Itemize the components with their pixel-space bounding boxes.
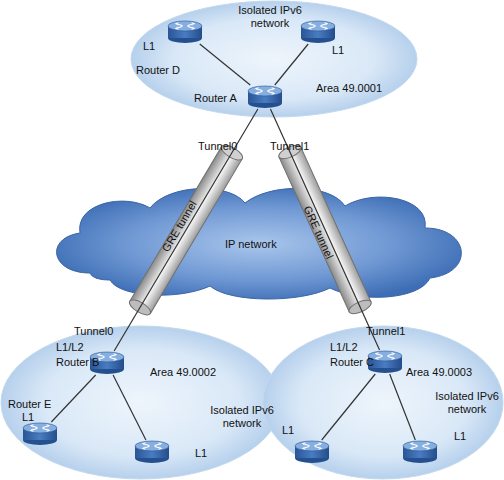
node-label: Router B [56,356,99,369]
router-shape [22,422,58,446]
network-link [200,44,250,85]
node-label: Router D [136,64,180,77]
node-label: Router A [194,92,237,105]
network-link [114,109,258,351]
router-shape [247,85,283,109]
node-label: Isolated IPv6 network [430,390,504,415]
network-area: L1/L2Router CL1L1Area 49.0003Isolated IP… [262,325,504,480]
node-label: L1 [332,44,344,57]
router-icon: L1 [300,20,336,44]
network-area: L1/L2Router BRouter EL1L1Area 49.0002Iso… [0,325,282,480]
ip-network-cloud: IP network [30,178,480,303]
node-label: Area 49.0002 [150,366,216,379]
node-label: Area 49.0003 [406,366,472,379]
node-label: Isolated IPv6 network [222,4,318,29]
network-link [275,44,308,85]
router-shape [402,440,438,464]
router-icon: L1 [294,440,330,464]
node-label: Router C [330,356,374,369]
router-icon: L1 [402,440,438,464]
tunnel-interface-label: Tunnel1 [270,140,309,153]
router-shape [300,20,336,44]
tunnel-interface-label: Tunnel1 [366,325,405,338]
node-label: Router E [8,398,51,411]
node-label: L1 [22,411,34,424]
node-label: L1 [282,424,294,437]
router-shape [167,20,203,44]
router-icon: L1/L2Router C [367,350,403,374]
router-icon: Router EL1 [22,422,58,446]
router-shape [294,440,330,464]
node-label: L1/L2 [56,341,84,354]
node-label: L1 [454,430,466,443]
router-icon: L1 [134,440,170,464]
network-link [390,374,416,440]
network-link [113,375,146,440]
node-label: Isolated IPv6 network [200,404,284,429]
network-area: L1Router DL1Router AIsolated IPv6 networ… [130,0,418,118]
node-label: IP network [225,238,277,251]
router-icon: Router A [247,85,283,109]
node-label: L1 [195,447,207,460]
router-shape [134,440,170,464]
node-label: L1/L2 [330,341,358,354]
network-link [270,109,379,350]
tunnel-interface-label: Tunnel0 [74,325,113,338]
node-label: L1 [143,40,155,53]
router-icon: L1/L2Router B [89,351,125,375]
network-link [51,375,95,422]
network-link [322,374,376,440]
router-icon: L1Router D [167,20,203,44]
tunnel-interface-label: Tunnel0 [198,140,237,153]
node-label: Area 49.0001 [316,82,382,95]
